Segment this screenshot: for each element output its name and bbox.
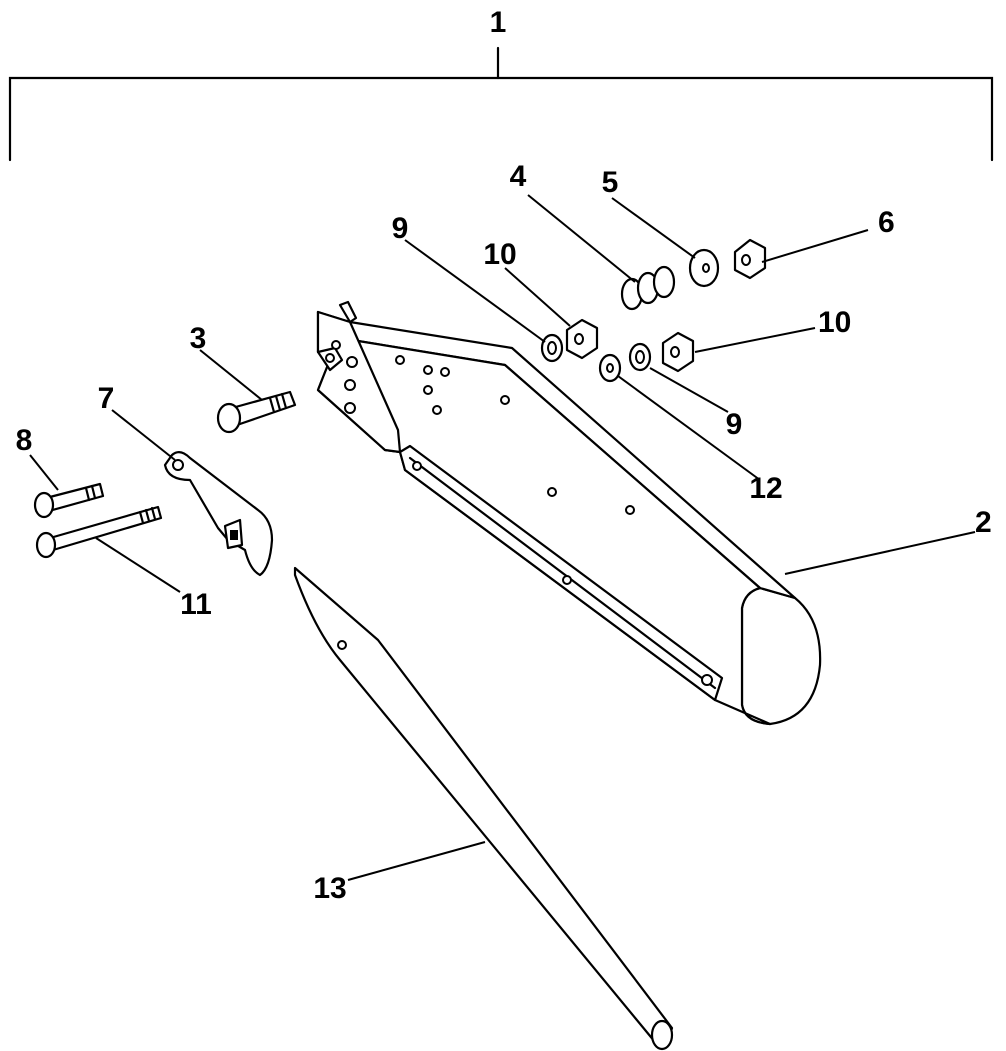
assembly-bracket: [8, 46, 994, 162]
callout-10-lower: 10: [818, 306, 851, 339]
flat-washer-part: [598, 353, 622, 383]
hex-nut-upper-part: [565, 318, 599, 360]
short-bolt-part: [33, 482, 105, 519]
long-bolt-part: [35, 505, 163, 559]
callout-3: 3: [190, 322, 207, 355]
lock-washer-lower-part: [628, 342, 652, 372]
callout-11: 11: [180, 588, 212, 621]
latch-lever-part: [163, 451, 274, 577]
callout-7: 7: [98, 382, 115, 415]
callout-1: 1: [490, 6, 507, 39]
callout-5: 5: [602, 166, 619, 199]
callout-12: 12: [749, 472, 782, 505]
leader-lines: [29, 194, 976, 881]
hex-nut-part: [733, 238, 767, 280]
hex-nut-lower-part: [661, 331, 695, 373]
clevis-pin-part: [216, 390, 297, 434]
callout-4: 4: [510, 160, 527, 193]
callout-2: 2: [975, 506, 992, 539]
callout-labels: 1 2 3 4 5 6 7 8 9 9 10 10 11 12 13: [16, 6, 992, 905]
washer-part: [688, 248, 720, 288]
callout-9-upper: 9: [392, 212, 409, 245]
callout-6: 6: [878, 206, 895, 239]
callout-13: 13: [313, 872, 346, 905]
handle-rod-part: [293, 566, 674, 1051]
callout-9-lower: 9: [726, 408, 743, 441]
main-arm-part: [316, 300, 822, 726]
callout-8: 8: [16, 424, 33, 457]
callout-10-upper: 10: [483, 238, 516, 271]
spring-part: [620, 265, 676, 311]
lock-washer-upper-part: [540, 333, 564, 363]
